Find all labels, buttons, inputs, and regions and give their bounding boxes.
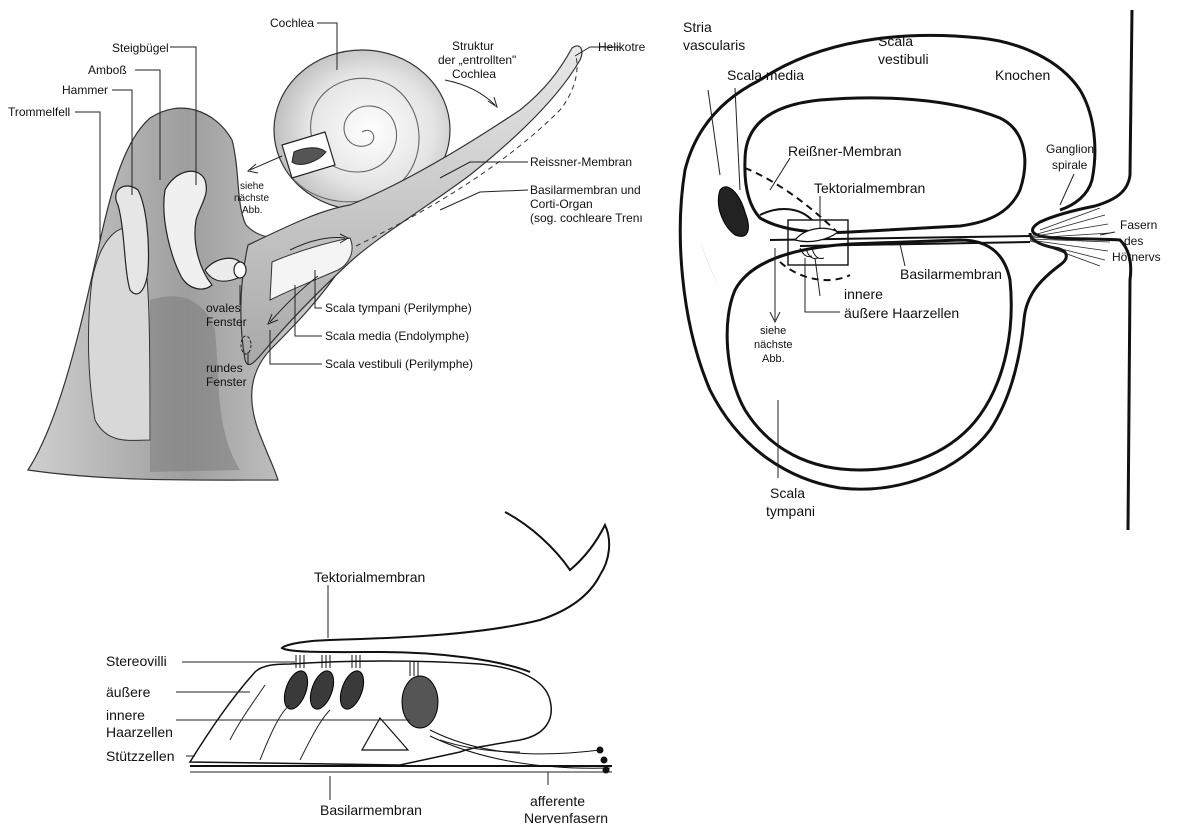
- cross-section-panel: Stria vascularis Scala media Scala vesti…: [680, 10, 1160, 530]
- label-innere-1: innere: [106, 707, 145, 723]
- label-struktur-3: Cochlea: [452, 67, 496, 81]
- label-afferent-2: Nervenfasern: [524, 810, 608, 826]
- label-aeussere-corti: äußere: [106, 684, 151, 700]
- label-rundes-2: Fenster: [206, 375, 247, 389]
- label-basilar-1: Basilarmembran und: [530, 183, 641, 197]
- label-fasern-1: Fasern: [1120, 218, 1157, 232]
- label-steigbuegel: Steigbügel: [112, 41, 169, 55]
- label-cochlea: Cochlea: [270, 16, 314, 30]
- label-ganglion-1: Ganglion: [1046, 142, 1094, 156]
- label-rundes-1: rundes: [206, 361, 243, 375]
- label-fasern-3: Hörnervs: [1112, 250, 1161, 264]
- label-basilar-corti: Basilarmembran: [320, 802, 422, 818]
- label-basilar-2: Corti-Organ: [530, 197, 593, 211]
- label-scala-vestibuli-1: Scala: [878, 33, 913, 49]
- label-aeussere-haarzellen: äußere Haarzellen: [844, 305, 959, 321]
- label-scala-media-2: Scala media: [727, 67, 804, 83]
- label-fasern-2: des: [1124, 234, 1143, 248]
- label-basilar-cross: Basilarmembran: [900, 266, 1002, 282]
- label-knochen: Knochen: [995, 67, 1050, 83]
- label-stria-1: Stria: [683, 19, 712, 35]
- label-stereovilli: Stereovilli: [106, 653, 167, 669]
- label-stria-2: vascularis: [683, 37, 745, 53]
- label-siehe-2: nächste: [234, 193, 269, 204]
- label-afferent-1: afferente: [530, 793, 585, 809]
- outer-bone-outline: [1033, 10, 1133, 530]
- label-scala-tympani-2: tympani: [766, 503, 815, 519]
- label-ganglion-2: spirale: [1052, 158, 1088, 172]
- label-siehe-cross-3: Abb.: [762, 353, 785, 365]
- label-scala-tympani: Scala tympani (Perilymphe): [325, 301, 472, 315]
- reissner-membrane: [745, 168, 840, 235]
- label-scala-vestibuli-2: vestibuli: [878, 51, 929, 67]
- label-scala-media: Scala media (Endolymphe): [325, 329, 469, 343]
- label-struktur-2: der „entrollten": [438, 53, 516, 67]
- label-helikotrema: Helikotre: [598, 40, 646, 54]
- label-trommelfell: Trommelfell: [8, 105, 70, 119]
- label-tektorial-3: Tektorialmembran: [314, 569, 425, 585]
- label-reissner: Reissner-Membran: [530, 155, 632, 169]
- ear-overview-panel: Cochlea Steigbügel Amboß Hammer Trommelf…: [8, 16, 646, 480]
- label-hammer: Hammer: [62, 83, 108, 97]
- label-siehe-cross-1: siehe: [760, 325, 786, 337]
- stria-vascularis: [718, 187, 748, 236]
- corti-organ-panel: Tektorialmembran Stereovilli äußere inne…: [106, 512, 612, 826]
- label-siehe-cross-2: nächste: [754, 339, 793, 351]
- label-siehe-1: siehe: [240, 181, 264, 192]
- label-innere-2: Haarzellen: [106, 724, 173, 740]
- label-siehe-3: Abb.: [242, 205, 263, 216]
- label-innere: innere: [844, 286, 883, 302]
- label-tektorial-2: Tektorialmembran: [814, 180, 925, 196]
- scala-vestibuli-chamber: [745, 98, 1025, 233]
- label-ovales-1: ovales: [206, 301, 241, 315]
- tectorial-membrane: [282, 512, 609, 672]
- label-scala-vestibuli: Scala vestibuli (Perilymphe): [325, 357, 473, 371]
- label-struktur-1: Struktur: [452, 39, 494, 53]
- label-ovales-2: Fenster: [206, 315, 247, 329]
- label-stuetzzellen: Stützzellen: [106, 748, 174, 764]
- label-scala-tympani-1: Scala: [770, 485, 805, 501]
- label-basilar-3: (sog. cochleare Trenı: [530, 211, 643, 225]
- label-amboss: Amboß: [88, 63, 127, 77]
- label-reissner-2: Reißner-Membran: [788, 143, 902, 159]
- nerve-fibers: [1030, 208, 1110, 266]
